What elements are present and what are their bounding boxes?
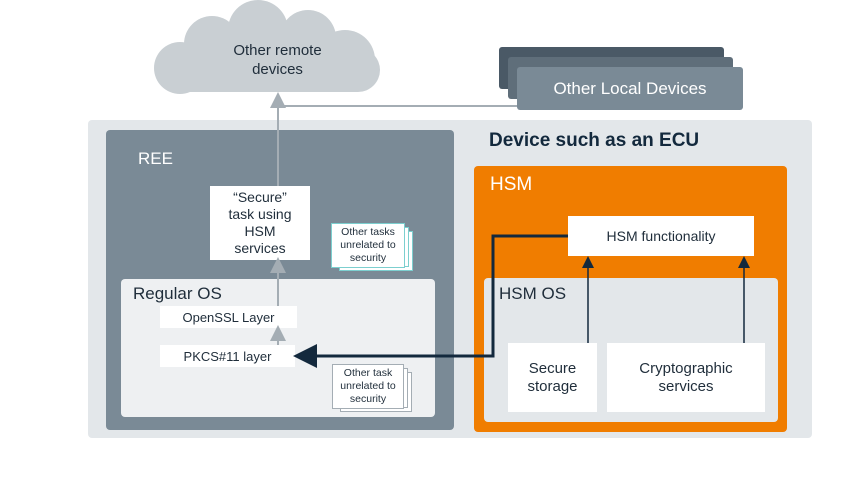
- ree-title: REE: [138, 149, 173, 168]
- regular-os-title: Regular OS: [133, 284, 222, 303]
- cryptographic-services: Cryptographic services: [607, 343, 765, 412]
- hsm-functionality: HSM functionality: [568, 216, 754, 256]
- other-tasks-security-box: Other tasks unrelated to security: [331, 223, 405, 268]
- hsm-title: HSM: [490, 174, 533, 195]
- cloud-label: Other remote devices: [233, 42, 322, 78]
- other-task-security-box: Other task unrelated to security: [332, 364, 404, 409]
- pkcs11-layer: PKCS#11 layer: [160, 345, 295, 367]
- hsm-os-title: HSM OS: [499, 284, 567, 303]
- secure-storage: Secure storage: [508, 343, 597, 412]
- openssl-layer: OpenSSL Layer: [160, 306, 297, 328]
- other-local-devices: Other Local Devices: [517, 67, 743, 110]
- secure-task-box: “Secure” task using HSM services: [210, 186, 310, 260]
- device-title: Device such as an ECU: [489, 130, 700, 151]
